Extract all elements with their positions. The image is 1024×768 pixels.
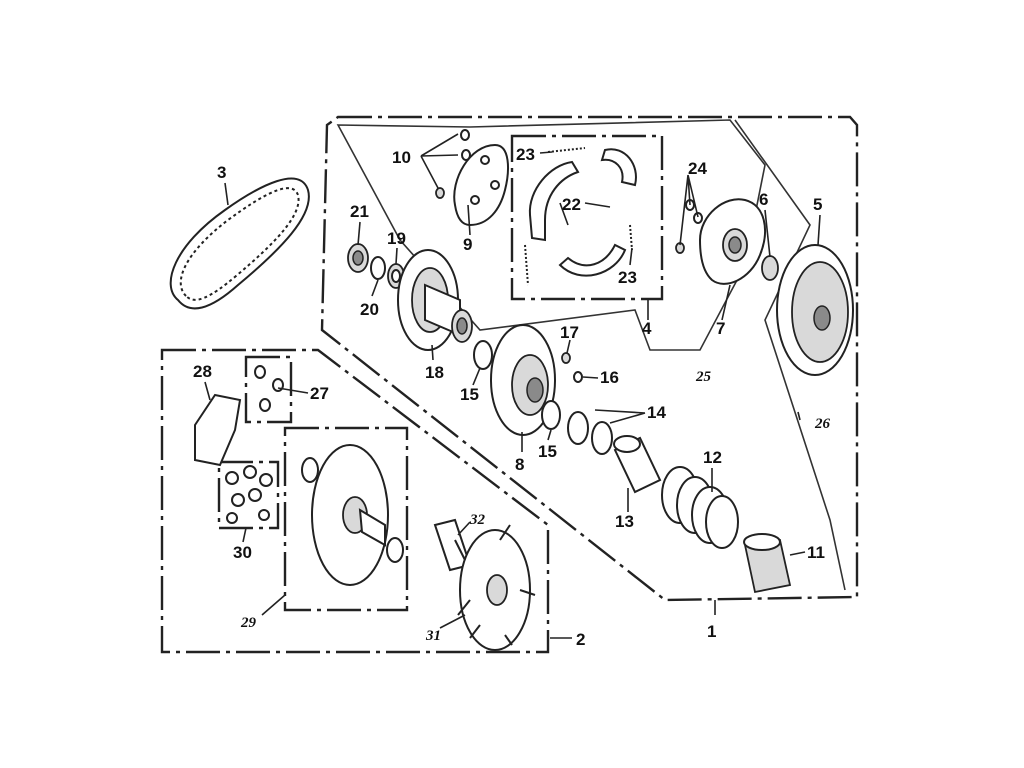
bearing-21 [347,243,369,273]
callout-19: 19 [387,229,406,248]
sliders-27 [254,365,284,412]
callout-5: 5 [813,195,822,214]
driven-spring-12 [661,466,739,549]
washers-10 [435,129,471,199]
ramp-plate-28 [194,393,242,467]
movable-face-8 [490,324,556,436]
callout-29: 29 [240,615,257,631]
seal-15-right [541,400,561,430]
callout-26: 26 [814,416,831,432]
group-frame-27 [244,355,293,424]
clutch-carrier-7 [698,198,766,285]
callout-25: 25 [695,369,712,385]
callout-labels: 1 2 3 4 5 6 7 8 9 10 11 12 13 14 15 15 1… [193,145,831,649]
callout-9: 9 [463,235,472,254]
callout-32: 32 [469,512,486,528]
callout-31: 31 [425,628,441,644]
callout-20: 20 [360,300,379,319]
callout-23-top: 23 [516,145,535,164]
callout-6: 6 [759,190,768,209]
group-frame-2 [160,348,550,654]
group-frame-4 [510,134,664,301]
callout-3: 3 [217,163,226,182]
group-frame-29 [283,426,409,612]
callout-8: 8 [515,455,524,474]
group-frame-30 [217,460,280,530]
springs-23 [524,147,633,286]
spring-cover-11 [743,533,792,594]
callout-12: 12 [703,448,722,467]
rollers-30 [225,465,273,524]
seal-15-left [473,340,493,370]
callout-17: 17 [560,323,579,342]
group-frame-1 [320,115,859,602]
callout-27: 27 [310,384,329,403]
group-frame-26 [734,119,846,591]
clutch-bell-5 [776,244,854,376]
pin-16-17 [561,352,583,383]
callout-1: 1 [707,622,716,641]
callout-28: 28 [193,362,212,381]
callout-16: 16 [600,368,619,387]
callout-2: 2 [576,630,585,649]
bearing-6 [761,255,779,281]
driven-pulley-18 [397,249,473,351]
leader-lines [204,133,821,639]
callout-15-left: 15 [460,385,479,404]
callout-13: 13 [615,512,634,531]
callout-24: 24 [688,159,707,178]
fan-drive-face-31 [454,524,536,651]
callout-18: 18 [425,363,444,382]
callout-10: 10 [392,148,411,167]
callout-22: 22 [562,195,581,214]
nuts-24 [675,199,703,254]
movable-drive-face-29 [301,444,404,586]
callout-21: 21 [350,202,369,221]
callout-15-right: 15 [538,442,557,461]
drive-belt [169,177,310,310]
guide-collar-13 [613,435,662,494]
o-rings-14 [567,411,613,455]
callout-11: 11 [807,543,825,562]
clutch-shoes-22 [528,148,637,277]
callout-7: 7 [716,319,725,338]
callout-23-bottom: 23 [618,268,637,287]
callout-14: 14 [647,403,666,422]
callout-4: 4 [642,319,652,338]
bearing-20 [370,256,386,280]
callout-30: 30 [233,543,252,562]
